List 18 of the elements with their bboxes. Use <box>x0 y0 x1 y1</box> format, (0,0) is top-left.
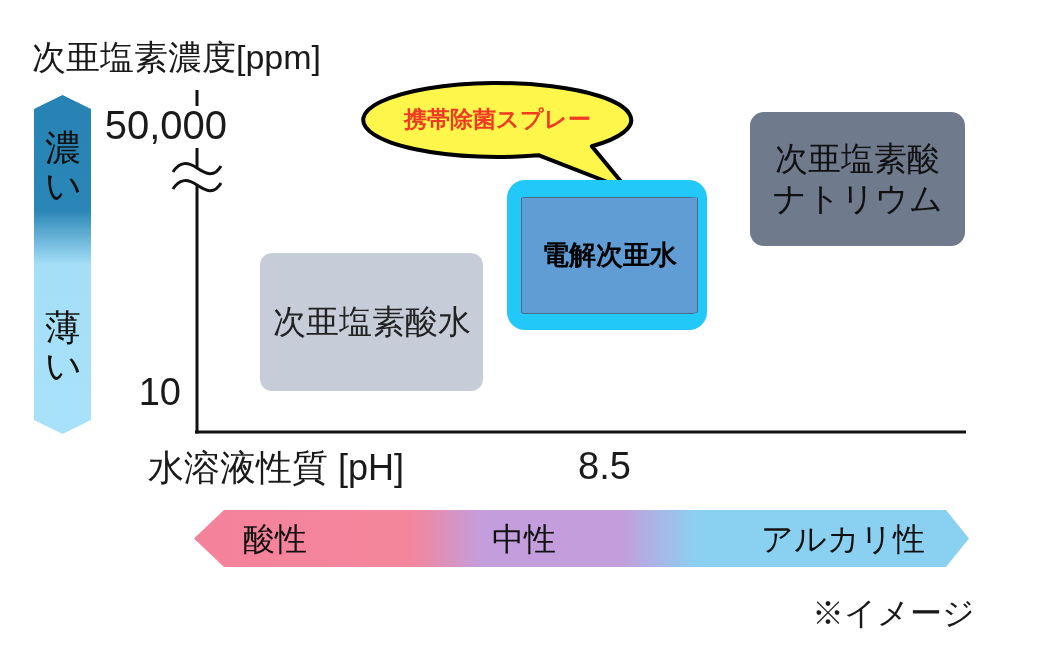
category-label: 電解次亜水 <box>542 239 677 272</box>
ph-label: アルカリ性 <box>761 519 925 559</box>
tick-label: 10 <box>138 371 181 415</box>
axis-title: 水溶液性質 [pH] <box>148 447 405 489</box>
tick-label: 8.5 <box>578 445 631 489</box>
ph-label: 酸性 <box>243 519 307 559</box>
note: ※イメージ <box>812 594 975 632</box>
tick-label: 50,000 <box>104 102 227 148</box>
ph-label: 中性 <box>492 519 556 559</box>
category-box <box>750 112 965 246</box>
concentration-label: 濃い <box>44 129 81 205</box>
category-box <box>260 253 483 391</box>
highlighted-box <box>507 180 707 330</box>
category-label: 次亜塩素酸ナトリウム <box>772 139 943 219</box>
concentration-label: 薄い <box>44 309 81 385</box>
axis-title: 次亜塩素濃度[ppm] <box>32 38 322 78</box>
bubble-label: 携帯除菌スプレー <box>403 106 591 134</box>
category-label: 次亜塩素酸水 <box>272 302 471 342</box>
